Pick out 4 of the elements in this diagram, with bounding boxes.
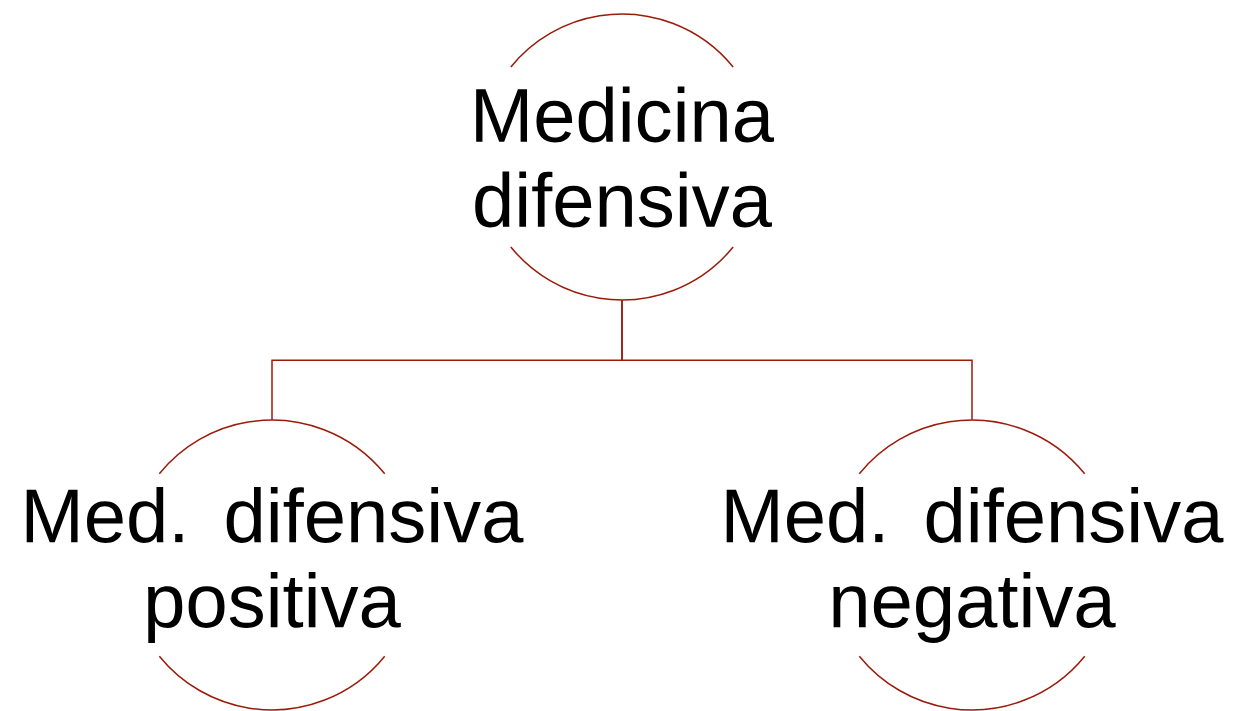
circle-node: Med. difensiva positiva — [26, 419, 524, 711]
circle-node: Medicina difensiva — [475, 13, 774, 301]
circle-node: Med. difensiva negativa — [726, 419, 1224, 711]
connector-line — [621, 299, 973, 421]
